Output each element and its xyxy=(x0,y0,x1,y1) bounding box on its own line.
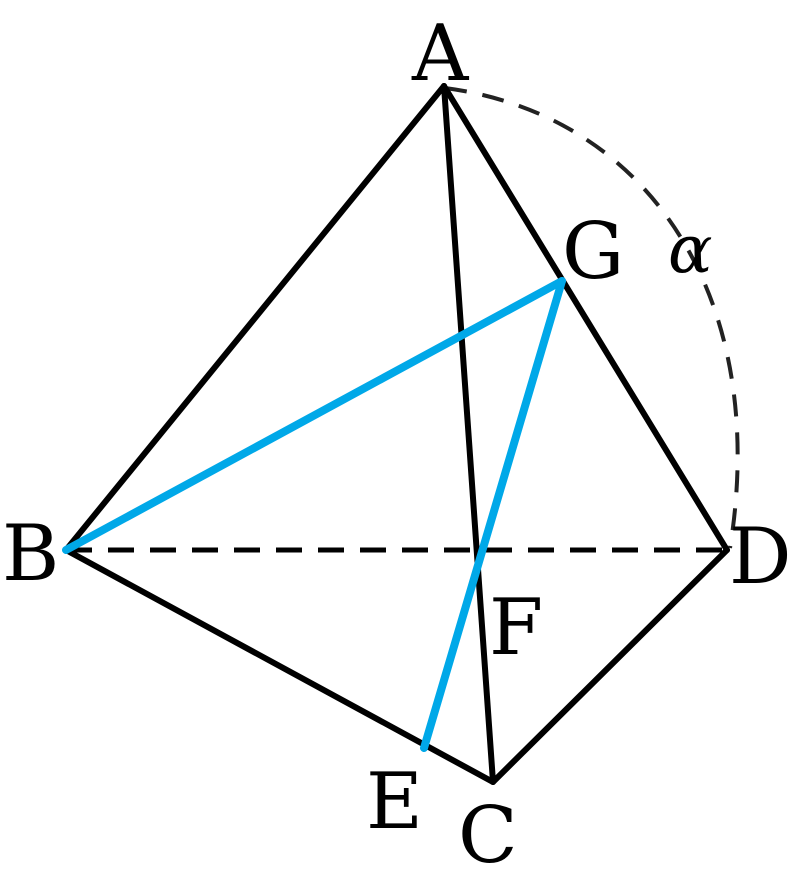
label-c: C xyxy=(458,791,518,881)
label-a: A xyxy=(411,9,470,99)
label-alpha: α xyxy=(668,211,713,288)
label-g: G xyxy=(562,207,624,297)
segment-bg xyxy=(62,277,566,554)
rotation-arc-alpha xyxy=(444,86,740,549)
label-e: E xyxy=(366,757,423,847)
label-b: B xyxy=(2,509,59,599)
segment-ge xyxy=(420,277,566,752)
label-f: F xyxy=(489,583,543,673)
edge-cd xyxy=(490,547,730,785)
edge-ac xyxy=(441,83,496,785)
edge-ab xyxy=(63,83,447,553)
edge-ad xyxy=(441,83,730,553)
edge-bc xyxy=(63,547,496,785)
label-d: D xyxy=(729,512,792,602)
